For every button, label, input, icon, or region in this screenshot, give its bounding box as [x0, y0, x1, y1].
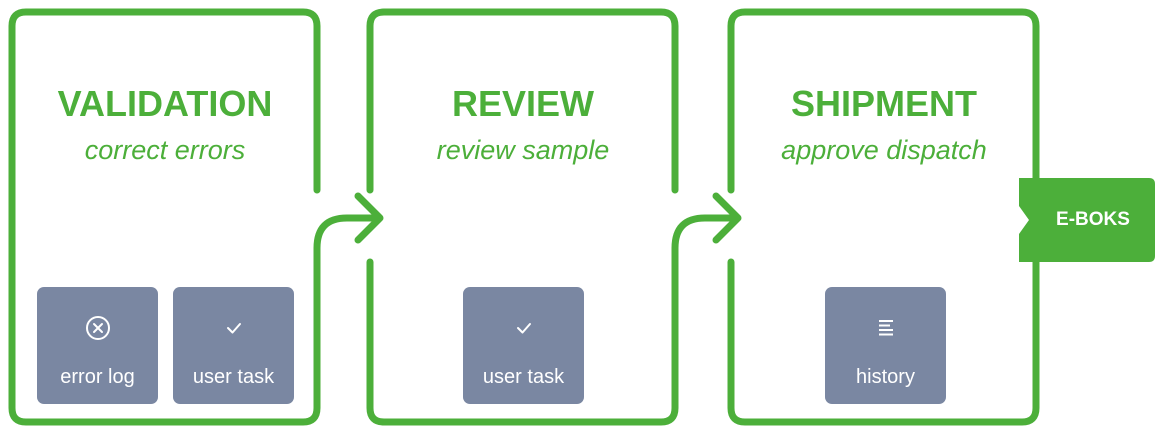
checkmark-icon: [173, 315, 294, 341]
stage-title: VALIDATION: [57, 83, 273, 124]
tile-label: error log: [60, 366, 135, 388]
stage-subtitle: approve dispatch: [781, 135, 987, 165]
eboks-output-tag[interactable]: E-BOKS: [1019, 178, 1155, 262]
stage-frame-validation: [8, 8, 321, 426]
stage-subtitle: correct errors: [84, 135, 246, 165]
user-task-button[interactable]: user task: [173, 287, 294, 404]
stage-subtitle: review sample: [436, 135, 610, 165]
stage-frame-shipment: [727, 8, 1040, 194]
user-task-button[interactable]: user task: [463, 287, 584, 404]
error-log-button[interactable]: error log: [37, 287, 158, 404]
tile-label: user task: [482, 366, 565, 388]
stage-title: SHIPMENT: [790, 83, 977, 124]
history-button[interactable]: history: [825, 287, 946, 404]
tile-label: user task: [192, 366, 275, 388]
checkmark-icon: [463, 315, 584, 341]
stage-title: REVIEW: [451, 83, 594, 124]
list-icon: [825, 315, 946, 341]
tile-label: history: [856, 366, 915, 388]
tag-shape: [1019, 178, 1155, 262]
eboks-label: E-BOKS: [1056, 209, 1130, 230]
stage-frame-review: [366, 8, 679, 194]
arrow-validation-to-review: [313, 214, 382, 266]
arrow-review-to-shipment: [671, 214, 740, 266]
circle-x-icon: [37, 315, 158, 341]
